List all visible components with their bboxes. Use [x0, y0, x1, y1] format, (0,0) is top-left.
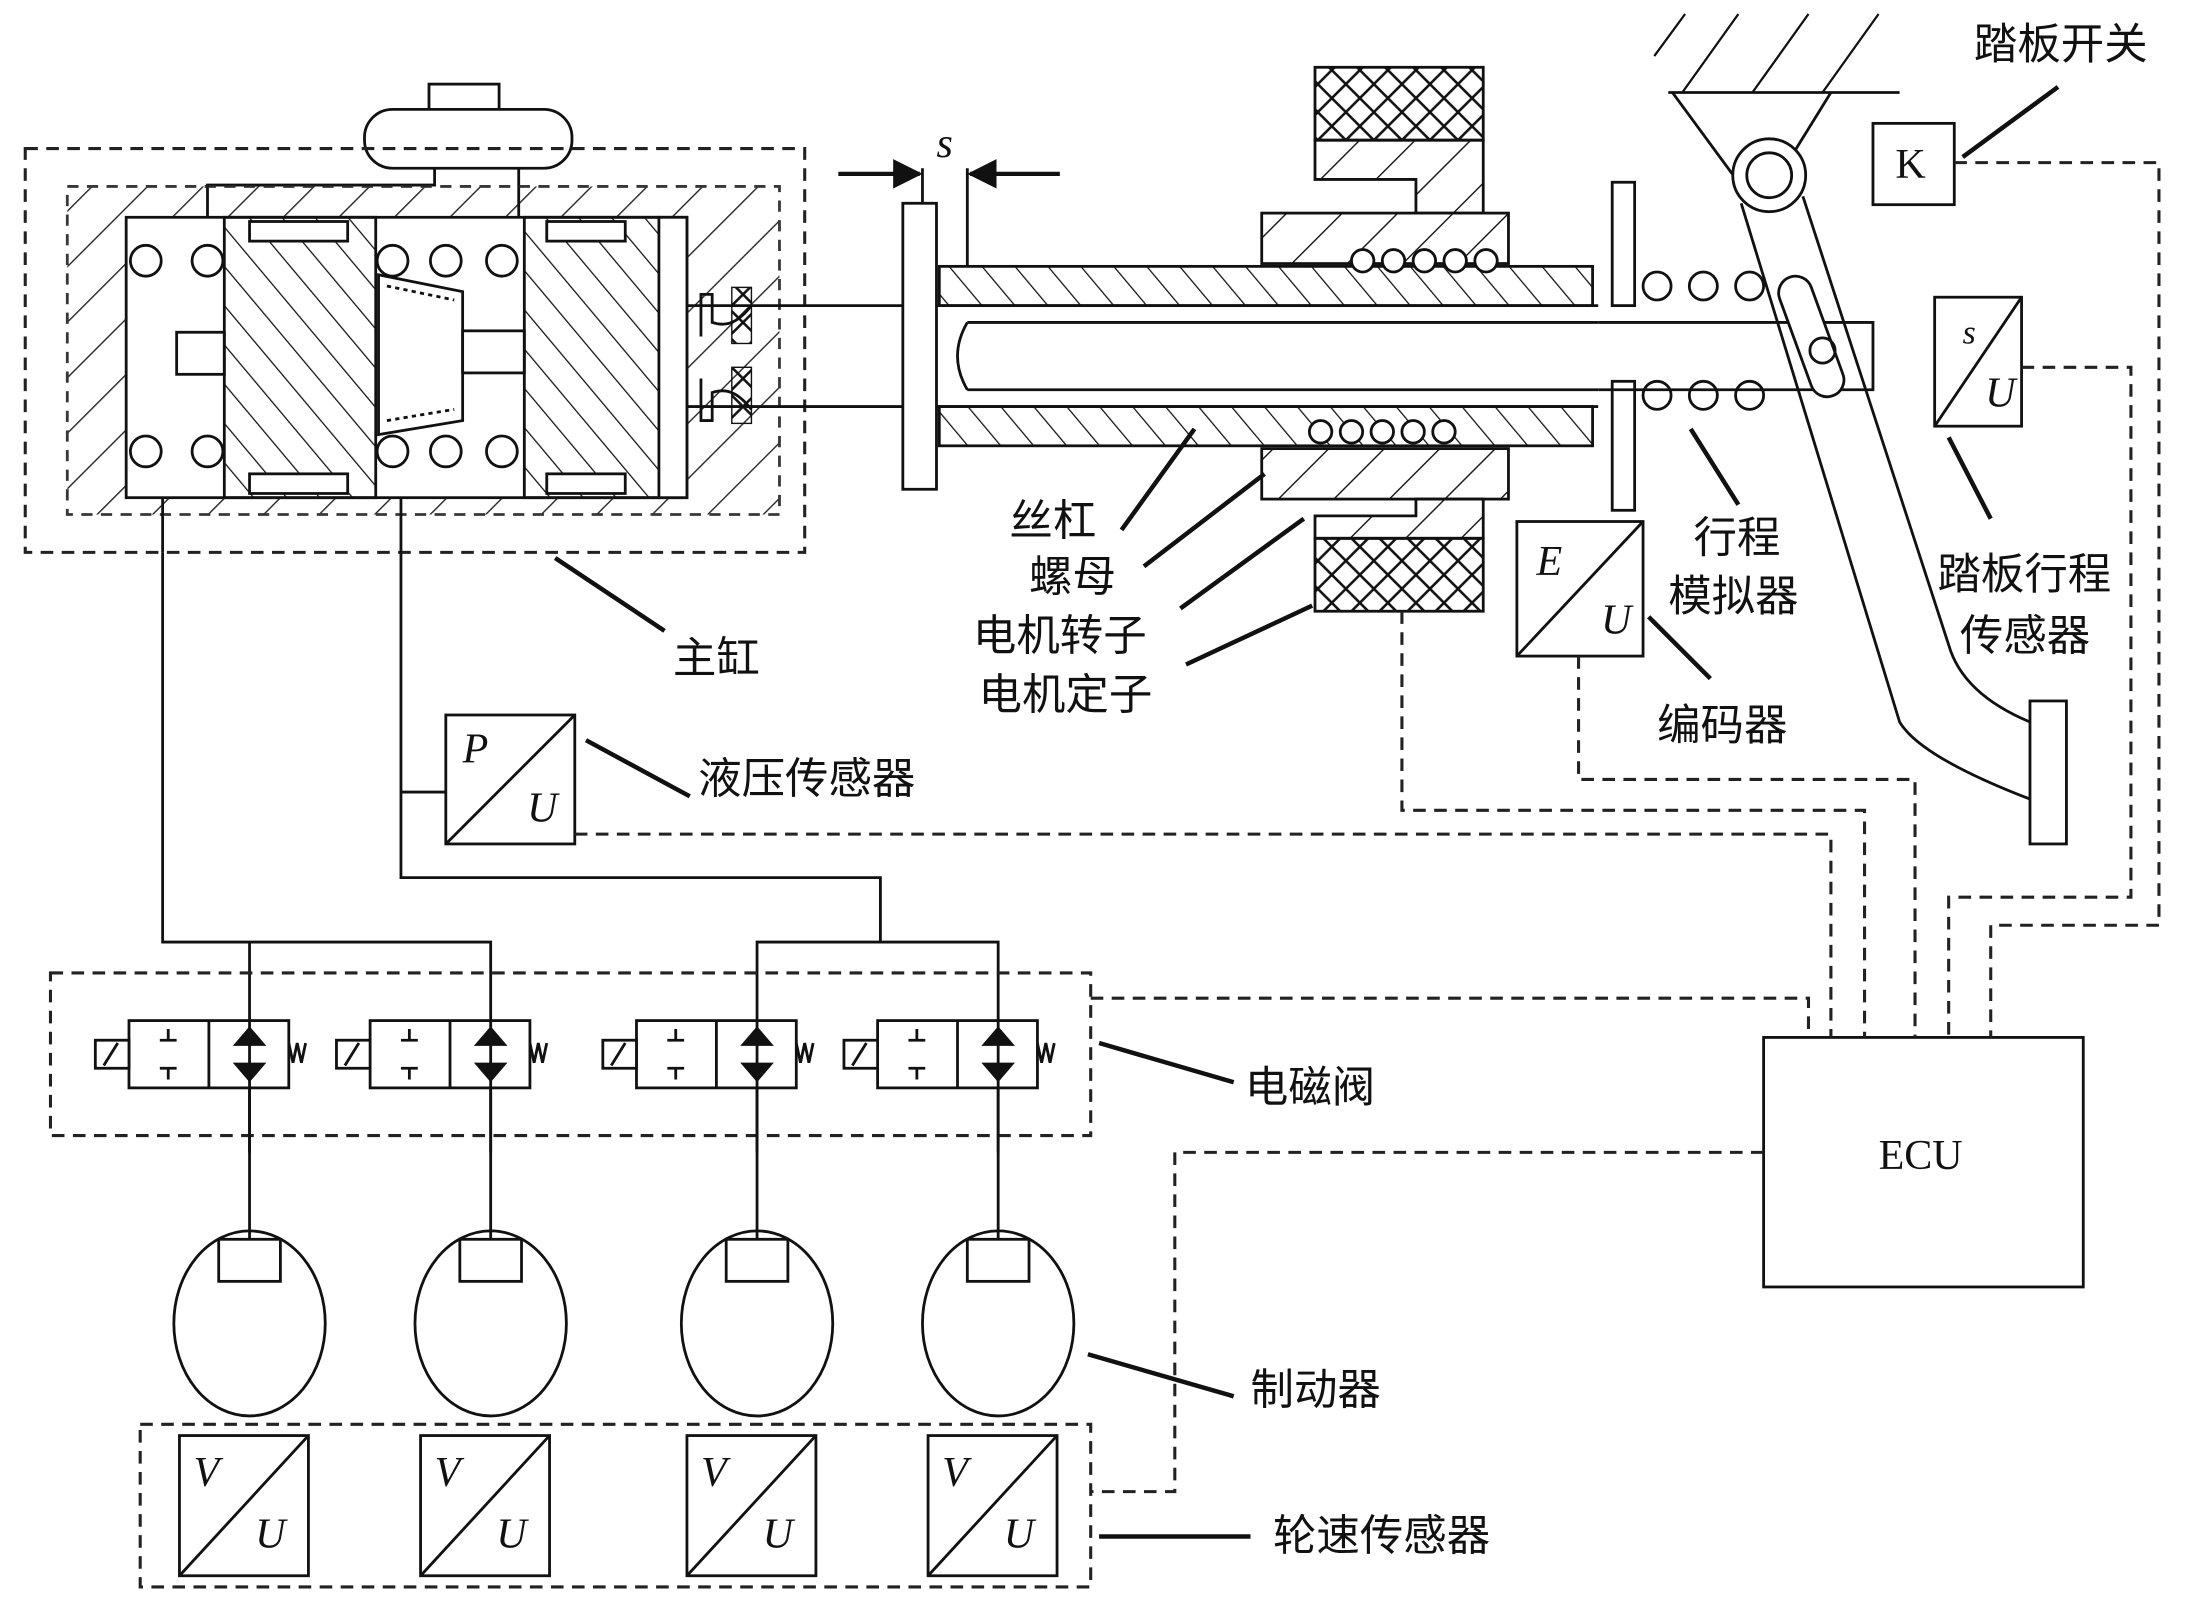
lead-screw-upper	[937, 264, 1594, 308]
signal-wires	[574, 161, 2161, 1494]
arrow-down-icon	[473, 1062, 508, 1083]
motor-rotor-upper	[1313, 138, 1485, 215]
wheel-speed-sensor: VU	[178, 1434, 310, 1578]
wheel-sensor-output: U	[496, 1512, 529, 1558]
arrow-up-icon	[473, 1026, 508, 1046]
brake	[679, 1229, 835, 1418]
solenoid-valve	[842, 1019, 1056, 1240]
brake	[172, 1229, 327, 1418]
label-brakes: 制动器	[1251, 1366, 1381, 1416]
motor-stator-upper	[1313, 65, 1485, 142]
travel-simulator	[1598, 180, 1875, 512]
hydraulic-lines	[161, 552, 1000, 1024]
pedal-travel-sensor: s U 踏板行程 传感器	[1933, 295, 2111, 661]
secondary-piston	[222, 215, 378, 500]
lead-screw-lower	[937, 405, 1594, 448]
wheel-speed-sensor: VU	[419, 1434, 551, 1578]
label-encoder: 编码器	[1657, 701, 1787, 751]
solenoid-valve	[93, 1019, 307, 1240]
brake-group: 制动器	[172, 1229, 1381, 1418]
label-pedal-switch: 踏板开关	[1974, 20, 2148, 70]
master-cylinder-outer-box	[23, 147, 807, 554]
pedal-switch-symbol: K	[1895, 142, 1925, 188]
arrow-up-icon	[232, 1026, 267, 1046]
label-motor-rotor: 电机转子	[973, 611, 1147, 661]
arrow-down-icon	[981, 1062, 1015, 1083]
pedal-sensor-input: s	[1963, 314, 1976, 351]
arrow-up-icon	[981, 1026, 1015, 1046]
pressure-sensor-input: P	[462, 727, 489, 773]
label-lead-screw: 丝杠	[1009, 497, 1096, 547]
arrow-up-icon	[740, 1026, 774, 1046]
wheel-sensor-input: V	[701, 1450, 731, 1496]
gap-dimension: s	[838, 121, 1060, 267]
label-travel-simulator-1: 行程	[1694, 513, 1781, 563]
brake	[413, 1229, 568, 1418]
wheel-sensor-output: U	[1004, 1512, 1037, 1558]
label-hydraulic-sensor: 液压传感器	[698, 754, 915, 804]
label-solenoid-valves: 电磁阀	[1245, 1063, 1375, 1113]
reservoir	[363, 107, 574, 170]
ecu-label: ECU	[1879, 1133, 1963, 1179]
motor-rotor-lower	[1313, 497, 1485, 540]
label-master-cylinder: 主缸	[673, 634, 760, 684]
wheel-sensor-output: U	[255, 1512, 288, 1558]
solenoid-valve	[601, 1019, 815, 1240]
label-nut: 螺母	[1029, 553, 1116, 603]
motor-stator-lower	[1313, 536, 1485, 613]
label-travel-simulator-2: 模拟器	[1668, 572, 1798, 622]
arrow-down-icon	[232, 1062, 267, 1083]
wheel-sensor-input: V	[942, 1450, 972, 1496]
master-cylinder	[23, 82, 807, 554]
primary-piston	[522, 215, 661, 500]
gap-symbol: s	[936, 121, 952, 167]
pedal-switch: K 踏板开关	[1871, 20, 2148, 207]
solenoid-valve	[335, 1019, 549, 1240]
label-pedal-travel-sensor-2: 传感器	[1960, 611, 2090, 661]
wheel-sensor-output: U	[763, 1512, 796, 1558]
balls	[1307, 248, 1499, 445]
wheel-speed-sensor: VU	[685, 1434, 818, 1578]
arrow-down-icon	[740, 1062, 774, 1083]
nut-lower	[1260, 447, 1510, 501]
wheel-sensor-input: V	[435, 1450, 465, 1496]
wheel-sensor-input: V	[193, 1450, 223, 1496]
ball-screw-callouts: 丝杠 螺母 电机转子 电机定子	[973, 427, 1314, 720]
ecu: ECU	[1762, 1036, 2085, 1289]
pressure-sensor-output: U	[527, 786, 560, 832]
label-motor-stator: 电机定子	[979, 670, 1153, 720]
brake-pedal	[1653, 13, 2068, 846]
encoder-input: E	[1536, 539, 1563, 585]
wheel-speed-sensor: VU	[926, 1434, 1059, 1578]
label-wheel-speed-sensors: 轮速传感器	[1273, 1512, 1490, 1562]
pedal-sensor-output: U	[1985, 371, 2018, 417]
label-pedal-travel-sensor-1: 踏板行程	[1937, 550, 2111, 600]
encoder: E U 编码器	[1515, 520, 1787, 751]
solenoid-valve-group: 电磁阀	[48, 971, 1375, 1240]
pressure-sensor: P U 液压传感器	[444, 713, 915, 846]
encoder-output: U	[1601, 598, 1634, 644]
brake	[921, 1229, 1076, 1418]
ball-screw	[937, 65, 1594, 613]
